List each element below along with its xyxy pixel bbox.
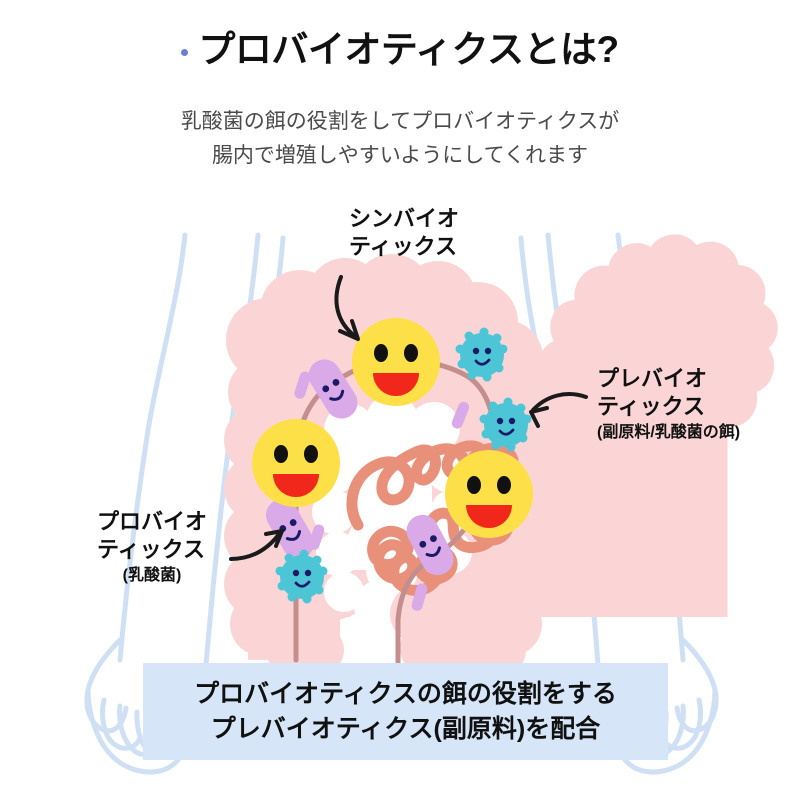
callout-probiotics: プロバイオ ティックス (乳酸菌)	[97, 508, 207, 586]
banner-line-2: プレバイオティクス(副原料)を配合	[210, 714, 601, 743]
spiky-bacteria	[455, 327, 508, 382]
smiley-face	[252, 419, 340, 507]
spiky-bacteria-group	[275, 327, 532, 604]
callout-synbiotics-line2: ティックス	[349, 233, 458, 259]
callout-probiotics-line1: プロバイオ	[97, 509, 208, 534]
smiley-group	[252, 318, 533, 538]
subtitle-line-1: 乳酸菌の餌の役割をしてプロバイオティクスが	[180, 110, 620, 133]
bottom-banner: プロバイオティクスの餌の役割をする プレバイオティクス(副原料)を配合	[143, 663, 668, 760]
blue-dot-icon	[181, 48, 189, 56]
callout-prebiotics-line1: プレバイオ	[597, 366, 708, 391]
curved-arrow-down-right-icon	[334, 275, 360, 341]
spiky-bacteria	[275, 549, 328, 604]
rod-bacteria	[406, 514, 454, 576]
smiley-face	[445, 450, 533, 538]
rod-bacteria	[308, 359, 358, 419]
callout-prebiotics-line2: ティックス	[597, 393, 706, 419]
callout-prebiotics: プレバイオ ティックス (副原料/乳酸菌の餌)	[597, 365, 740, 443]
title-row: プロバイオティクスとは?	[0, 29, 800, 71]
callout-probiotics-line2: ティックス	[97, 536, 206, 562]
callout-probiotics-note: (乳酸菌)	[122, 567, 182, 584]
smiley-face	[352, 318, 440, 406]
callout-synbiotics-line1: シンバイオ	[349, 206, 460, 231]
page-title: プロバイオティクスとは?	[198, 29, 619, 70]
curved-arrow-left-icon	[529, 392, 588, 428]
callout-arrows	[229, 275, 588, 561]
subtitle-line-2: 腸内で増殖しやすいようにしてくれます	[211, 143, 589, 167]
callout-prebiotics-note: (副原料/乳酸菌の餌)	[597, 424, 741, 441]
curved-arrow-up-right-icon	[229, 529, 284, 561]
callout-synbiotics: シンバイオ ティックス	[349, 205, 459, 260]
spiky-bacteria	[479, 397, 532, 452]
banner-line-1: プロバイオティクスの餌の役割をする	[194, 680, 617, 708]
page-subtitle: 乳酸菌の餌の役割をしてプロバイオティクスが 腸内で増殖しやすいようにしてくれます	[0, 105, 800, 172]
